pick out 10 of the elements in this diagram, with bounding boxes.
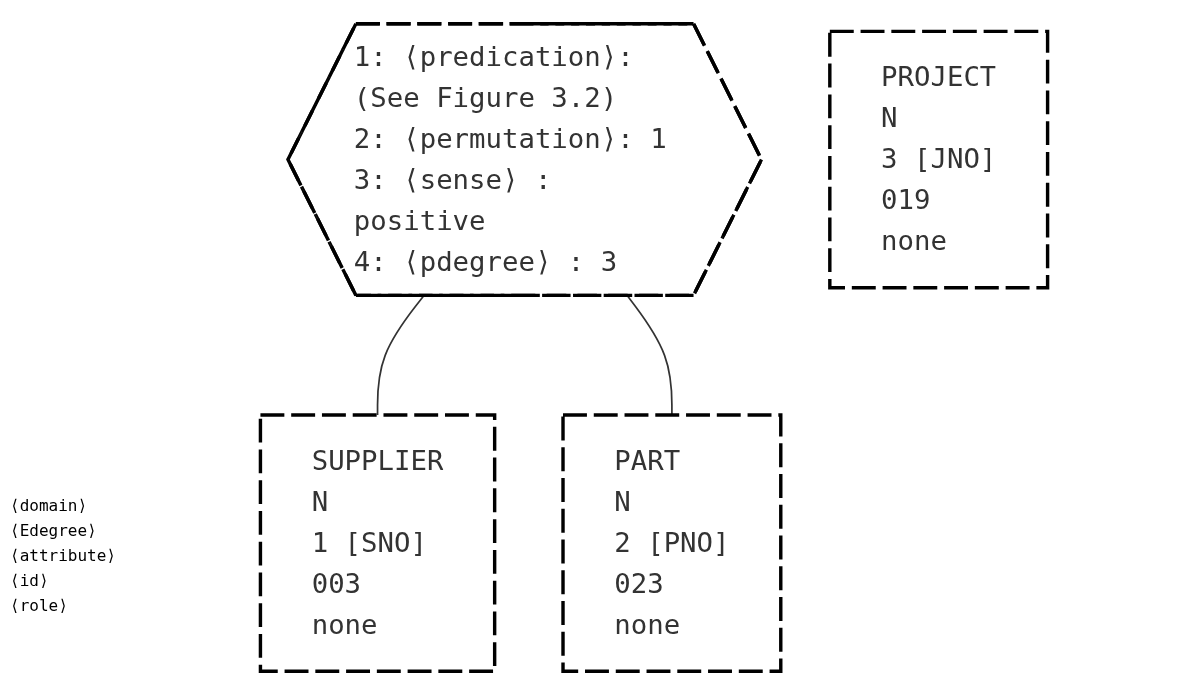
node-box: PROJECT N 3 [JNO] 019 none — [828, 29, 1050, 290]
node-box: SUPPLIER N 1 [SNO] 003 none — [258, 413, 497, 674]
connector — [626, 295, 673, 416]
row-label: ⟨id⟩ — [10, 571, 50, 590]
row-label: ⟨role⟩ — [10, 596, 69, 615]
row-label: ⟨domain⟩ — [10, 496, 89, 515]
node-box: PART N 2 [PNO] 023 none — [561, 413, 783, 674]
row-label: ⟨attribute⟩ — [10, 546, 116, 565]
row-label: ⟨Edegree⟩ — [10, 521, 98, 540]
connector — [376, 295, 425, 416]
